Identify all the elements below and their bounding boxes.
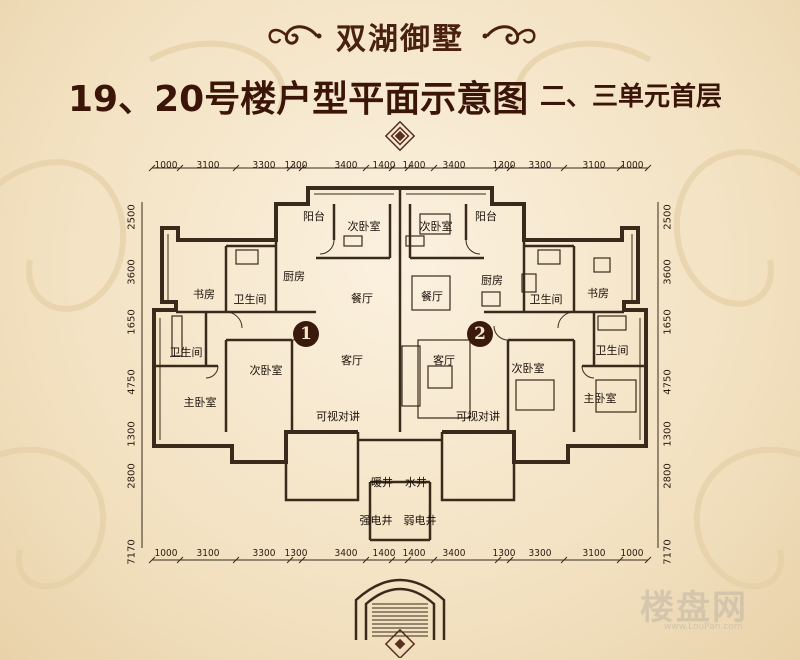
bottom-dimension-label: 1400 [402,548,426,559]
top-dimension-label: 3100 [582,160,606,171]
u2-second-bedroom-label: 次卧室 [511,362,545,375]
bottom-dimension-label: 3400 [442,548,466,559]
u1-dining-label: 餐厅 [351,292,373,305]
u1-kitchen-label: 厨房 [283,270,305,283]
bottom-dimension-label: 1300 [492,548,516,559]
page-subtitle: 二、三单元首层 [540,82,723,112]
left-dimension-label: 4750 [126,369,138,395]
u1-second-bedroom-label: 次卧室 [249,364,283,377]
top-dimension-label: 3100 [196,160,220,171]
u2-second-bedroom-top-label: 次卧室 [419,220,453,233]
top-dimension-label: 3400 [334,160,358,171]
left-dimension-label: 1300 [126,421,138,447]
u2-bathroom-side-label: 卫生间 [595,344,629,357]
top-dimension-label: 3300 [528,160,552,171]
right-dimension-label: 1300 [662,421,674,447]
u2-master-bedroom-label: 主卧室 [583,392,617,405]
bottom-dimension-label: 3100 [196,548,220,559]
bottom-dimension-label: 3100 [582,548,606,559]
u1-study-label: 书房 [193,288,215,301]
u2-dining-label: 餐厅 [421,290,443,303]
strong-power-shaft-label: 强电井 [359,514,393,527]
heating-shaft-label: 暖井 [371,476,393,489]
bottom-dimension-label: 1300 [284,548,308,559]
water-shaft-label: 水井 [405,476,427,489]
u2-intercom-label: 可视对讲 [456,410,500,423]
left-dimension-label: 2500 [126,204,138,230]
top-dimension-label: 1300 [492,160,516,171]
top-dimension-label: 1400 [402,160,426,171]
right-dimension-label: 4750 [662,369,674,395]
diamond-ornament-bottom [384,628,416,658]
watermark-url: www.LouPan.com [664,622,743,632]
diamond-ornament-top [384,120,416,152]
bottom-dimension-label: 1000 [154,548,178,559]
top-dimension-label: 3300 [252,160,276,171]
u1-balcony-label: 阳台 [303,210,325,223]
u2-bathroom-top-label: 卫生间 [529,293,563,306]
u1-intercom-label: 可视对讲 [316,410,360,423]
bottom-dimension-label: 3300 [252,548,276,559]
left-dimension-label: 1650 [126,309,138,335]
top-dimension-label: 1400 [372,160,396,171]
u1-bathroom-side-label: 卫生间 [169,346,203,359]
right-dimension-label: 3600 [662,259,674,285]
u1-living-label: 客厅 [341,354,363,367]
top-dimension-label: 1300 [284,160,308,171]
left-dimension-label: 7170 [126,539,138,565]
right-dimension-label: 1650 [662,309,674,335]
u2-living-label: 客厅 [433,354,455,367]
title-ornament-right [482,25,536,45]
bottom-dimension-label: 3300 [528,548,552,559]
bottom-dimension-label: 3400 [334,548,358,559]
bottom-dimension-label: 1000 [620,548,644,559]
left-dimension-label: 2800 [126,463,138,489]
unit-2-badge: 2 [467,321,493,347]
weak-power-shaft-label: 弱电井 [403,514,437,527]
right-dimension-label: 2800 [662,463,674,489]
u2-kitchen-label: 厨房 [481,274,503,287]
title-ornament-left [268,25,322,45]
u1-master-bedroom-label: 主卧室 [183,396,217,409]
u2-balcony-label: 阳台 [475,210,497,223]
u1-second-bedroom-top-label: 次卧室 [347,220,381,233]
top-dimension-label: 1000 [620,160,644,171]
u2-study-label: 书房 [587,287,609,300]
top-dimension-label: 3400 [442,160,466,171]
u1-bathroom-top-label: 卫生间 [233,293,267,306]
unit-1-badge: 1 [293,321,319,347]
top-dimension-label: 1000 [154,160,178,171]
page-title: 19、20号楼户型平面示意图 [68,79,529,120]
watermark-logo: 楼盘网 [640,588,748,628]
left-dimension-label: 3600 [126,259,138,285]
right-dimension-label: 7170 [662,539,674,565]
right-dimension-label: 2500 [662,204,674,230]
brand-title: 双湖御墅 [336,22,464,57]
bottom-dimension-label: 1400 [372,548,396,559]
